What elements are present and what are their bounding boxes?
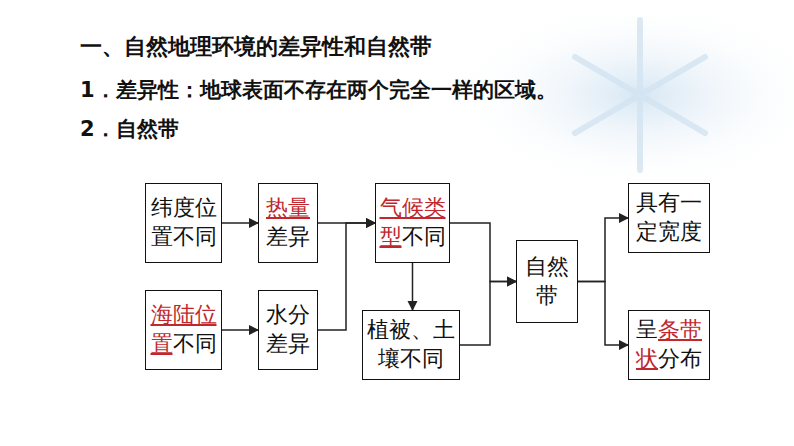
box-text: 呈条带状分布 bbox=[632, 316, 706, 373]
box-text: 自然带 bbox=[520, 253, 574, 310]
box-label: 不同 bbox=[173, 331, 217, 356]
flow-arrow bbox=[412, 263, 414, 310]
process-box: 水分差异 bbox=[258, 290, 318, 370]
box-text: 热量差异 bbox=[262, 194, 314, 251]
box-label: 差异 bbox=[266, 224, 310, 249]
heading-line: 2．自然带 bbox=[80, 115, 179, 143]
box-text: 具有一定宽度 bbox=[632, 189, 706, 246]
box-label: 呈 bbox=[636, 317, 658, 342]
box-label: 不同 bbox=[402, 224, 446, 249]
process-box: 海陆位置不同 bbox=[145, 290, 222, 370]
box-label: 水分差异 bbox=[266, 302, 310, 356]
box-label: 分布 bbox=[658, 346, 702, 371]
box-label: 具有一定宽度 bbox=[636, 190, 702, 244]
flow-arrow bbox=[450, 223, 516, 282]
section-title: 一、自然地理环境的差异性和自然带 bbox=[80, 32, 432, 62]
process-box: 具有一定宽度 bbox=[628, 183, 710, 253]
box-text: 水分差异 bbox=[262, 301, 314, 358]
process-box: 植被、土壤不同 bbox=[362, 310, 460, 380]
flow-arrow bbox=[222, 222, 258, 224]
box-text: 海陆位置不同 bbox=[149, 301, 218, 358]
box-text: 植被、土壤不同 bbox=[366, 316, 456, 373]
process-box: 纬度位置不同 bbox=[145, 183, 222, 263]
flow-arrow bbox=[578, 218, 628, 282]
process-box: 气候类型不同 bbox=[375, 183, 450, 263]
box-label: 纬度位置不同 bbox=[151, 195, 217, 249]
process-box: 自然带 bbox=[516, 240, 578, 323]
flow-arrow bbox=[578, 282, 628, 346]
flow-arrow bbox=[222, 329, 258, 331]
heading-line: 1．差异性：地球表面不存在两个完全一样的区域。 bbox=[80, 76, 557, 104]
box-text: 气候类型不同 bbox=[379, 194, 446, 251]
box-label: 植被、土壤不同 bbox=[367, 317, 455, 371]
box-label: 热量 bbox=[266, 195, 310, 220]
process-box: 呈条带状分布 bbox=[628, 310, 710, 380]
process-box: 热量差异 bbox=[258, 183, 318, 263]
box-text: 纬度位置不同 bbox=[149, 194, 218, 251]
flow-arrow bbox=[460, 282, 516, 346]
box-label: 自然带 bbox=[525, 254, 569, 308]
